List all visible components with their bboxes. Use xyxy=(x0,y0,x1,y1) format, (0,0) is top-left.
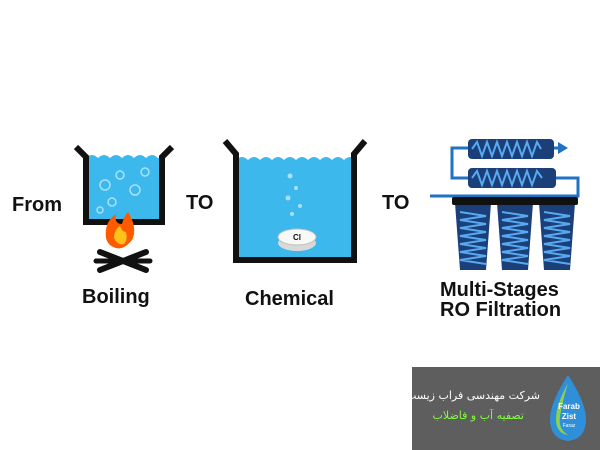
filter-cartridge xyxy=(455,203,491,270)
filter-cartridge xyxy=(497,203,533,270)
label-from: From xyxy=(12,194,62,216)
watermark-panel: شرکت مهندسی فراب زیست فراز تصفیه آب و فا… xyxy=(383,367,600,450)
watermark-tagline: تصفیه آب و فاضلاب xyxy=(432,409,524,422)
chlorine-tablet-icon: Cl xyxy=(277,228,317,251)
label-chemical: Chemical xyxy=(245,288,334,310)
label-boiling: Boiling xyxy=(82,286,150,308)
logo-text-3: Faraz xyxy=(563,423,576,429)
filter-cartridge xyxy=(539,203,575,270)
label-ro-line2: RO Filtration xyxy=(440,299,562,321)
label-to-2: TO xyxy=(382,192,410,214)
label-to-1: TO xyxy=(186,192,214,214)
chlorine-tablet-label: Cl xyxy=(293,233,301,242)
watermark-company: شرکت مهندسی فراب زیست فراز xyxy=(382,389,540,402)
label-ro-line1: Multi-Stages xyxy=(440,279,559,301)
ro-filter-assembly xyxy=(430,139,580,270)
logo-text-2: Zist xyxy=(562,412,577,421)
flow-arrow-icon xyxy=(558,142,568,154)
fire-icon xyxy=(93,212,153,273)
logo-text-1: Farab xyxy=(558,402,580,411)
boiling-pot xyxy=(73,144,175,225)
company-logo: Farab Zist Faraz xyxy=(550,375,586,441)
